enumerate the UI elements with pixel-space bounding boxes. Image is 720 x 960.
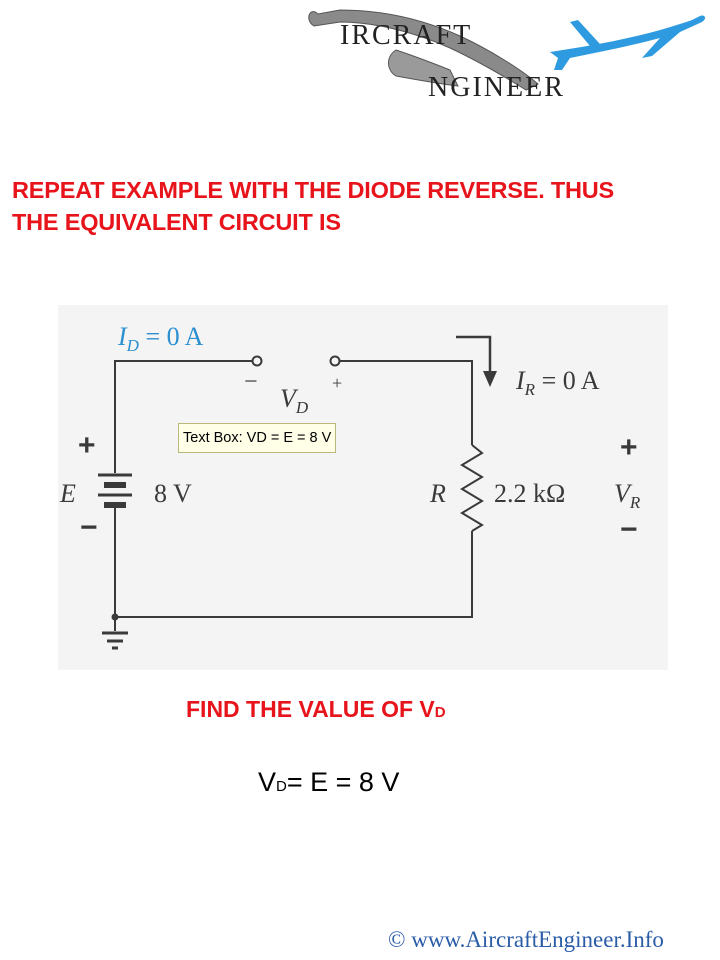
vr-label: VR [614, 479, 641, 512]
resistor-value: 2.2 kΩ [494, 479, 565, 508]
wire-top-right [340, 360, 473, 445]
aircraft-engineer-logo: IRCRAFT NGINEER [308, 9, 706, 100]
resistor-zigzag [460, 444, 484, 532]
answer-v: V [258, 767, 277, 797]
id-label: ID = 0 A [117, 322, 204, 355]
source-minus-sign: − [80, 511, 98, 544]
circuit-wires [102, 335, 492, 650]
ir-label: IR = 0 A [515, 366, 600, 399]
source-name: E [59, 479, 76, 508]
heading: REPEAT EXAMPLE WITH THE DIODE REVERSE. T… [12, 174, 712, 238]
vd-label: VD [280, 384, 309, 417]
terminal-right [329, 355, 341, 367]
ir-arrow-shaft [456, 335, 492, 375]
wire-bottom [114, 511, 473, 618]
answer-subscript: D [276, 778, 287, 795]
question-prefix: FIND THE VALUE OF V [186, 696, 435, 722]
heading-line2: THE EQUIVALENT CIRCUIT IS [12, 209, 341, 235]
equivalent-circuit-diagram: ID = 0 A − + VD IR = 0 A + E 8 V − R 2.2… [58, 305, 668, 670]
resistor-name: R [429, 479, 446, 508]
vr-plus-sign: + [620, 431, 638, 464]
answer-rest: = E = 8 V [286, 767, 400, 797]
ir-arrow-head [483, 371, 497, 387]
source-plus-sign: + [78, 429, 96, 462]
footer-url: www.AircraftEngineer.Info [411, 927, 664, 952]
heading-line1: REPEAT EXAMPLE WITH THE DIODE REVERSE. T… [12, 177, 615, 203]
wrench-icon [308, 9, 539, 91]
answer-equation: VD= E = 8 V [258, 767, 399, 798]
source-value: 8 V [154, 479, 192, 508]
logo-line1: IRCRAFT [340, 20, 472, 51]
textbox-note: Text Box: VD = E = 8 V [178, 423, 337, 453]
vd-minus-sign: − [244, 369, 258, 395]
circuit-background [58, 305, 668, 670]
terminal-left [251, 355, 263, 367]
vd-plus-sign: + [332, 373, 342, 393]
wire-top-left [114, 360, 252, 465]
airplane-icon [550, 15, 706, 71]
battery-symbol [98, 465, 132, 511]
footer-copyright: © www.AircraftEngineer.Info [388, 927, 664, 953]
logo-line2: NGINEER [428, 72, 565, 100]
vr-minus-sign: − [620, 513, 638, 546]
junction-dot [111, 613, 119, 621]
copyright-icon: © [388, 927, 406, 952]
question-subscript: D [434, 704, 446, 721]
question-text: FIND THE VALUE OF VD [186, 696, 446, 723]
